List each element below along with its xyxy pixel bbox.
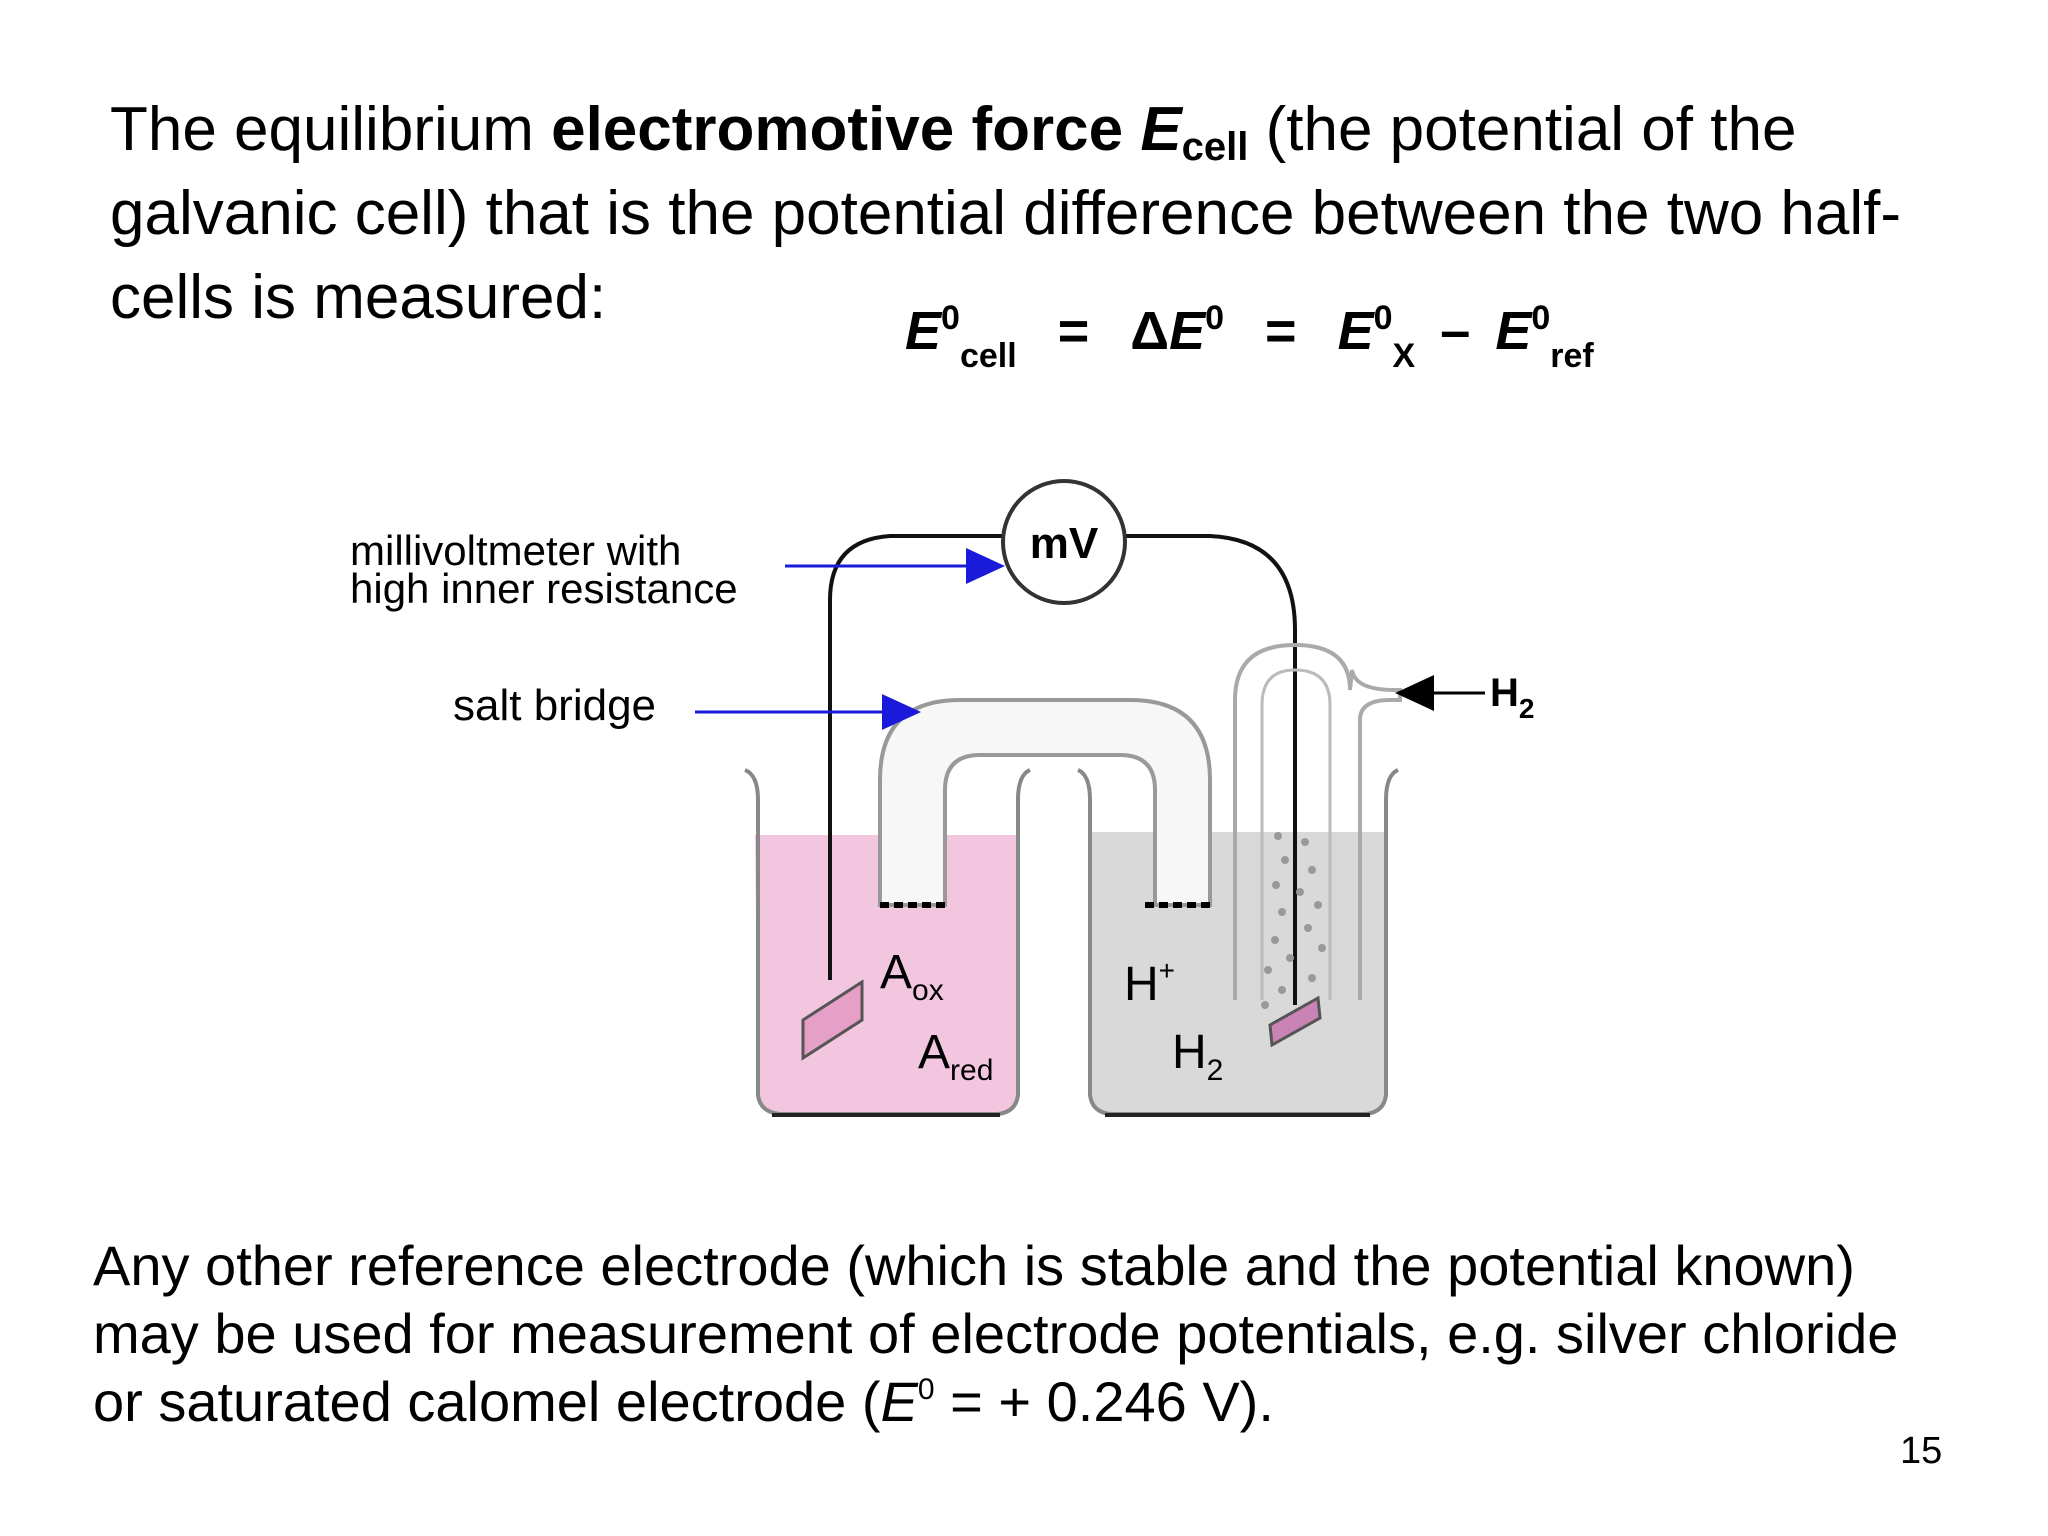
ecell-subscript: cell <box>1181 125 1249 169</box>
ecell-symbol: E <box>1140 95 1182 164</box>
meter-label: mV <box>1030 519 1099 568</box>
intro-text: The equilibrium electromotive force Ecel… <box>110 95 1902 332</box>
salt-bridge <box>878 698 1212 907</box>
cell-potential-equation: E0cell = ΔE0 = E0X – E0ref <box>905 299 1594 375</box>
label-h2: H2 <box>1172 1026 1223 1087</box>
millivoltmeter-label-line1: millivoltmeter with <box>350 527 681 574</box>
outro-line-2: may be used for measurement of electrode… <box>93 1302 1899 1365</box>
outro-line-1: Any other reference electrode (which is … <box>93 1234 1855 1297</box>
millivoltmeter-label-line2: high inner resistance <box>350 565 738 612</box>
platinum-electrode <box>1268 995 1322 1048</box>
bold-term: electromotive force <box>551 95 1141 164</box>
left-wire <box>828 534 1002 980</box>
outro-line-3: or saturated calomel electrode (E0 = + 0… <box>93 1370 1274 1433</box>
hydrogen-bubbles <box>1261 832 1326 1009</box>
outro-paragraph: Any other reference electrode (which is … <box>93 1232 1993 1436</box>
intro-paragraph: The equilibrium electromotive force Ecel… <box>110 88 1910 340</box>
h2-inlet-label: H2 <box>1490 671 1534 724</box>
right-wire <box>1126 534 1297 1005</box>
left-electrode <box>801 979 864 1061</box>
label-a-ox: Aox <box>880 946 944 1007</box>
label-a-red: Ared <box>918 1026 993 1087</box>
hydrogen-electrode-tube <box>1233 642 1402 1000</box>
slide-number: 15 <box>1900 1430 1943 1472</box>
millivoltmeter <box>1001 479 1127 605</box>
label-h-plus: H+ <box>1124 955 1175 1011</box>
salt-bridge-label: salt bridge <box>453 681 656 730</box>
